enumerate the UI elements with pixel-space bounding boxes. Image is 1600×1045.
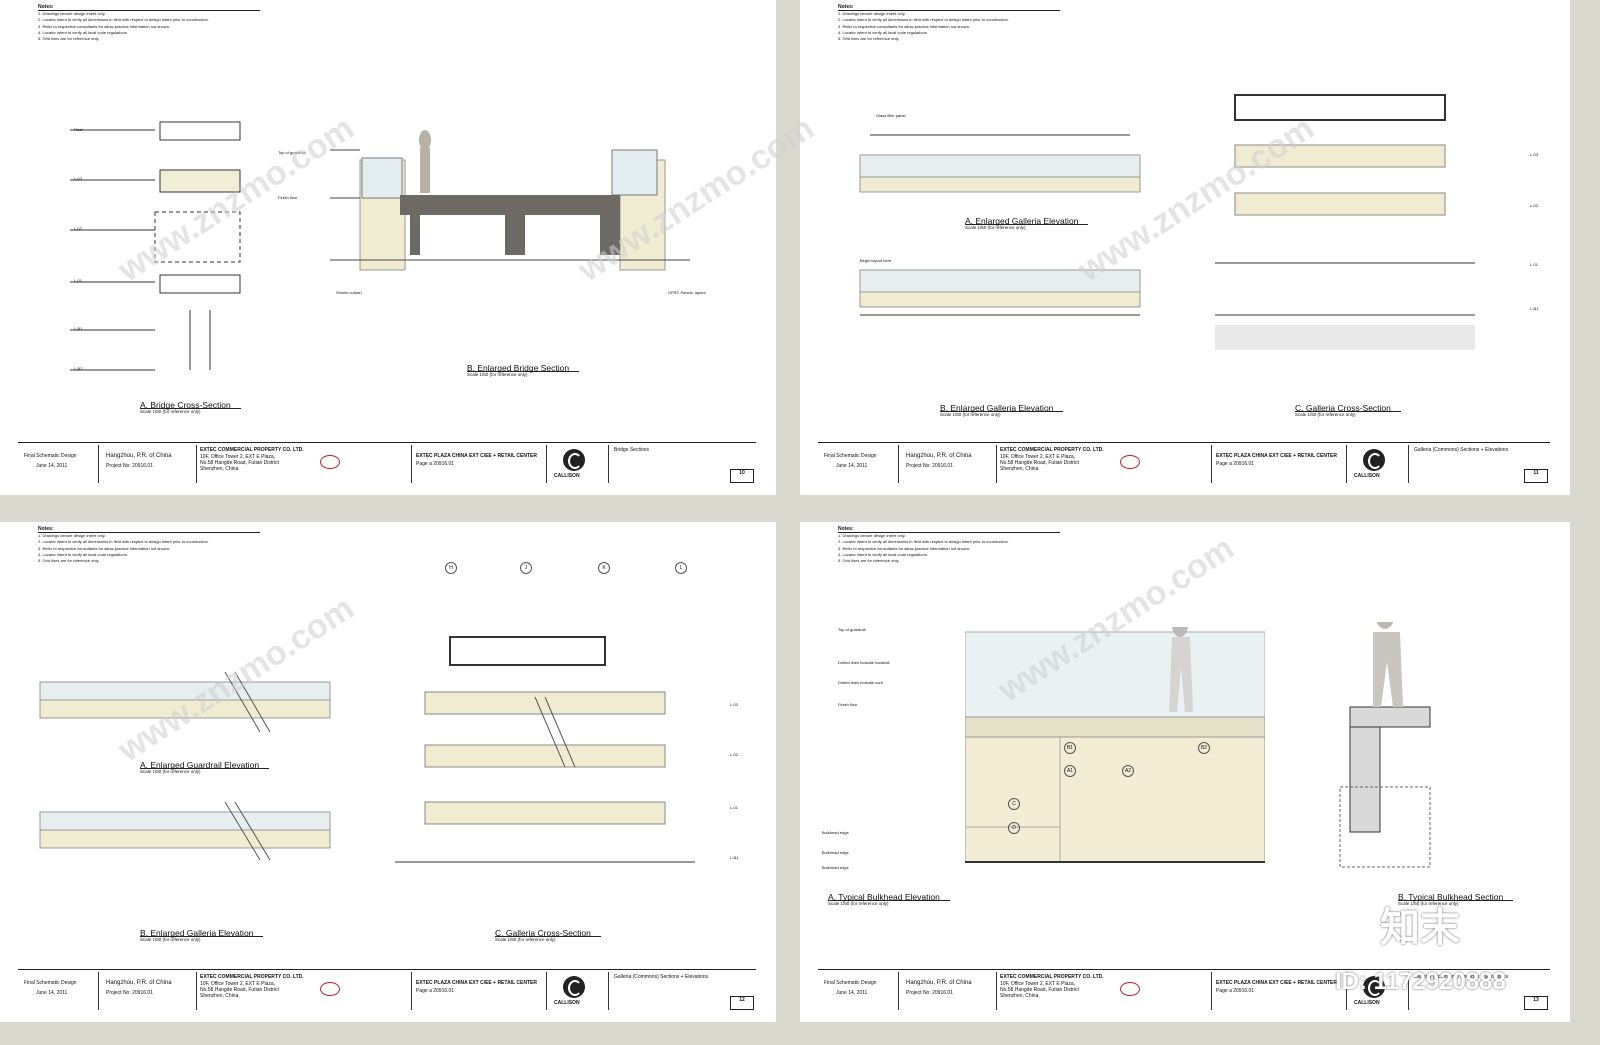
guardrail-elevation-drawing [39, 671, 331, 861]
client-logo-icon [1120, 982, 1140, 996]
client-logo-icon [320, 982, 340, 996]
galleria-elevation-drawing [859, 134, 1141, 316]
caption-c: C. Galleria Cross-Section Scale 1/50 (fo… [1295, 404, 1401, 418]
caption-c: C. Galleria Cross-Section Scale 1/50 (fo… [495, 929, 601, 943]
callison-logo-icon [563, 449, 585, 471]
notes-block: Notes: 1. Drawings denote design intent … [38, 526, 278, 564]
title-block: Final Schematic Design June 14, 2011 Han… [818, 969, 1550, 1012]
galleria-cross-section-drawing [1215, 94, 1475, 350]
caption-b: B. Enlarged Galleria Elevation Scale 1/5… [940, 404, 1064, 418]
enlarged-bridge-section-drawing [330, 130, 690, 271]
caption-b: B. Enlarged Galleria Elevation Scale 1/5… [140, 929, 264, 943]
caption-a: A. Typical Bulkhead Elevation Scale 1/50… [828, 893, 950, 907]
sheet-10: Notes: 1. Drawings denote design intent … [0, 0, 776, 495]
callison-logo-icon [563, 976, 585, 998]
caption-a: A. Bridge Cross-Section Scale 1/50 (for … [140, 401, 241, 415]
title-block: Final Schematic Design June 14, 2011 Han… [818, 442, 1550, 485]
bulkhead-section-drawing [1339, 622, 1431, 868]
id-stamp: ID: 1172920888 [1335, 968, 1506, 995]
bridge-cross-section-drawing [70, 121, 241, 371]
caption-b: B. Enlarged Bridge Section Scale 1/50 (f… [467, 364, 580, 378]
notes-block: Notes: 1. Drawings denote design intent … [838, 526, 1078, 564]
title-block: Final Schematic Design June 14, 2011 Han… [18, 969, 756, 1012]
client-logo-icon [320, 455, 340, 469]
callison-logo-icon [1363, 976, 1385, 998]
title-block: Final Schematic Design June 14, 2011 Han… [18, 442, 756, 485]
notes-block: Notes: 1. Drawings denote design intent … [38, 4, 278, 42]
galleria-cross-section-drawing [395, 636, 695, 863]
sheet-12: Notes: 1. Drawings denote design intent … [0, 522, 776, 1022]
sheet-11: Notes: 1. Drawings denote design intent … [800, 0, 1570, 495]
caption-a: A. Enlarged Galleria Elevation Scale 1/5… [965, 217, 1089, 231]
sheet-13: Notes: 1. Drawings denote design intent … [800, 522, 1570, 1022]
caption-b: B. Typical Bulkhead Section Scale 1/50 (… [1398, 893, 1514, 907]
notes-block: Notes: 1. Drawings denote design intent … [838, 4, 1078, 42]
caption-a: A. Enlarged Guardrail Elevation Scale 1/… [140, 761, 270, 775]
brand-stamp: 知末 [1380, 906, 1460, 950]
callison-logo-icon [1363, 449, 1385, 471]
client-logo-icon [1120, 455, 1140, 469]
bulkhead-elevation-drawing [965, 627, 1265, 863]
